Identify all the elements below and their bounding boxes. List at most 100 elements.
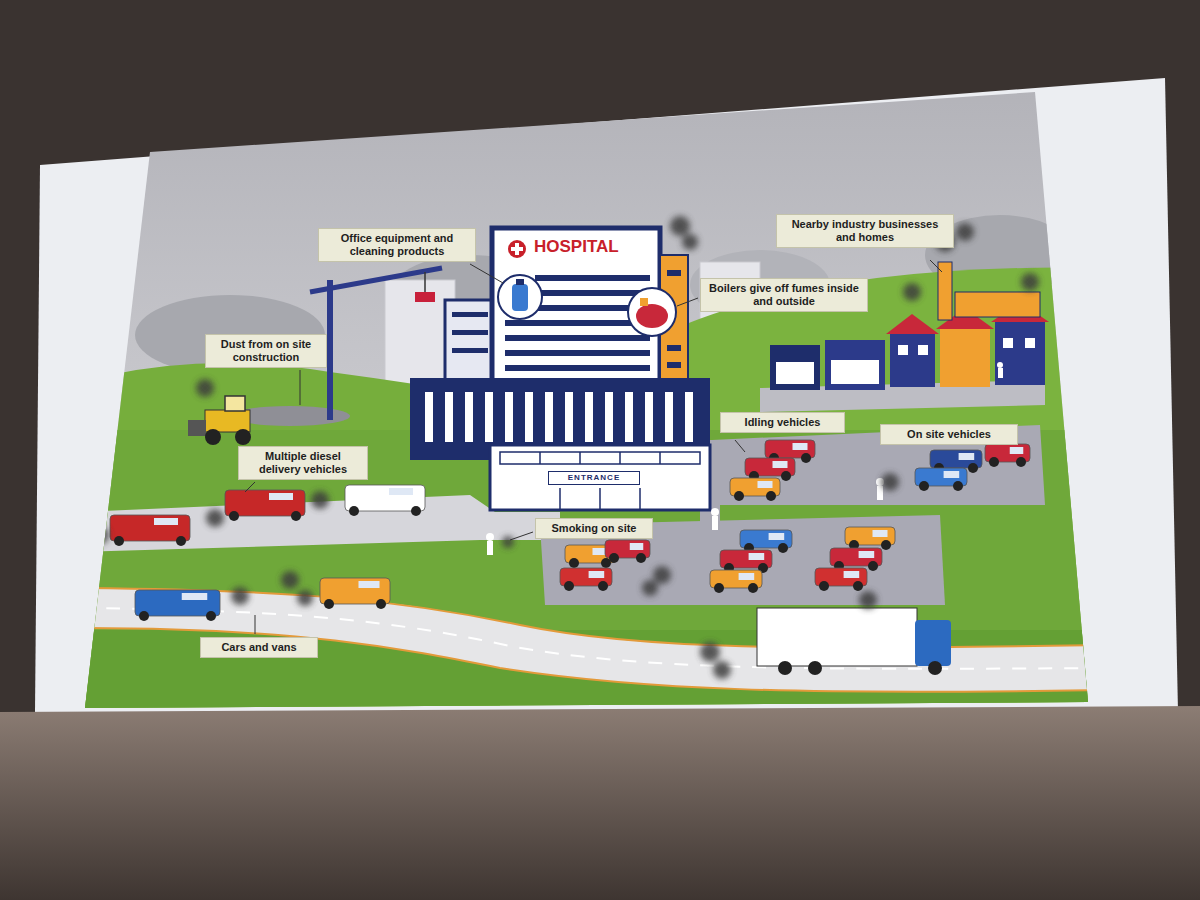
illustration-rect (205, 410, 250, 432)
illustration-circle (859, 591, 877, 609)
illustration-circle (766, 491, 776, 501)
illustration-g (500, 452, 700, 510)
illustration-circle (868, 561, 878, 571)
illustration-circle (713, 661, 731, 679)
illustration-circle (968, 463, 978, 473)
illustration-rect (505, 350, 650, 356)
illustration-rect (995, 320, 1045, 385)
illustration-circle (176, 536, 186, 546)
illustration-g (845, 527, 895, 550)
illustration-g (80, 85, 1100, 720)
illustration-polygon (540, 515, 945, 605)
illustration-line (510, 532, 533, 540)
illustration-line (327, 280, 333, 420)
illustration-circle (206, 509, 224, 527)
illustration-circle (569, 558, 579, 568)
illustration-g (425, 392, 693, 442)
illustration-rect (944, 471, 960, 478)
illustration-g (730, 478, 780, 501)
illustration-circle (928, 661, 942, 675)
illustration-polygon (0, 706, 1200, 900)
label-text: Cars and vans (207, 641, 311, 654)
illustration-rect (685, 392, 693, 442)
illustration-g (91, 216, 1039, 679)
illustration-rect (505, 320, 650, 326)
illustration-line (930, 260, 942, 272)
illustration-circle (1021, 273, 1039, 291)
callout-box: Cars and vans (200, 637, 318, 658)
illustration-circle (502, 536, 514, 548)
illustration-g (110, 515, 190, 546)
label-text: Idling vehicles (727, 416, 838, 429)
illustration-circle (670, 216, 690, 236)
illustration-line (579, 452, 581, 464)
illustration-circle (881, 540, 891, 550)
illustration-rect (873, 530, 888, 537)
illustration-rect (585, 392, 593, 442)
label-text: HOSPITAL (534, 238, 619, 257)
illustration-circle (989, 457, 999, 467)
illustration-g (605, 540, 650, 563)
illustration-rect (500, 452, 700, 464)
illustration-circle (808, 661, 822, 675)
illustration-rect (535, 290, 650, 296)
illustration-rect (512, 284, 528, 311)
hospital-sign: HOSPITAL (530, 236, 623, 259)
illustration-circle (711, 508, 719, 516)
illustration-rect (898, 345, 908, 355)
illustration-rect (605, 392, 613, 442)
illustration-ellipse (636, 304, 668, 328)
illustration-rect (511, 247, 523, 251)
illustration-circle (196, 379, 214, 397)
illustration-circle (609, 553, 619, 563)
illustration-rect (452, 330, 488, 335)
illustration-g (320, 578, 390, 609)
illustration-rect (359, 581, 380, 588)
illustration-polygon (712, 425, 1045, 505)
label-text: Office equipment and cleaning products (325, 232, 469, 258)
illustration-line (735, 440, 745, 452)
illustration-rect (485, 392, 493, 442)
illustration-circle (778, 661, 792, 675)
illustration-g (915, 468, 967, 491)
illustration-rect (776, 362, 814, 384)
illustration-circle (139, 611, 149, 621)
illustration-rect (831, 360, 879, 384)
illustration-g (110, 440, 1030, 675)
illustration-line (245, 482, 255, 492)
illustration-rect (269, 493, 293, 500)
label-text: On site vehicles (887, 428, 1011, 441)
illustration-circle (781, 471, 791, 481)
illustration-circle (376, 599, 386, 609)
illustration-circle (636, 553, 646, 563)
illustration-circle (953, 481, 963, 491)
illustration-rect (844, 571, 860, 578)
illustration-rect (793, 443, 808, 450)
illustration-g (815, 568, 867, 591)
illustration-rect (859, 551, 875, 558)
illustration-rect (770, 345, 820, 390)
illustration-rect (535, 275, 650, 281)
illustration-g (486, 362, 1003, 555)
illustration-line (639, 488, 641, 510)
illustration-rect (80, 430, 1100, 720)
illustration-circle (281, 571, 299, 589)
illustration-rect (890, 332, 935, 387)
illustration-rect (154, 518, 178, 525)
illustration-line (599, 488, 601, 510)
illustration-rect (667, 270, 681, 276)
label-text: Nearby industry businesses and homes (783, 218, 947, 244)
illustration-rect (998, 368, 1003, 378)
callout-box: Multiple diesel delivery vehicles (238, 446, 368, 480)
illustration-rect (425, 392, 433, 442)
illustration-circle (903, 283, 921, 301)
illustration-circle (881, 473, 899, 491)
illustration-circle (628, 288, 676, 336)
illustration-line (677, 298, 698, 306)
illustration-line (300, 370, 301, 405)
illustration-rect (445, 392, 453, 442)
illustration-circle (231, 587, 249, 605)
